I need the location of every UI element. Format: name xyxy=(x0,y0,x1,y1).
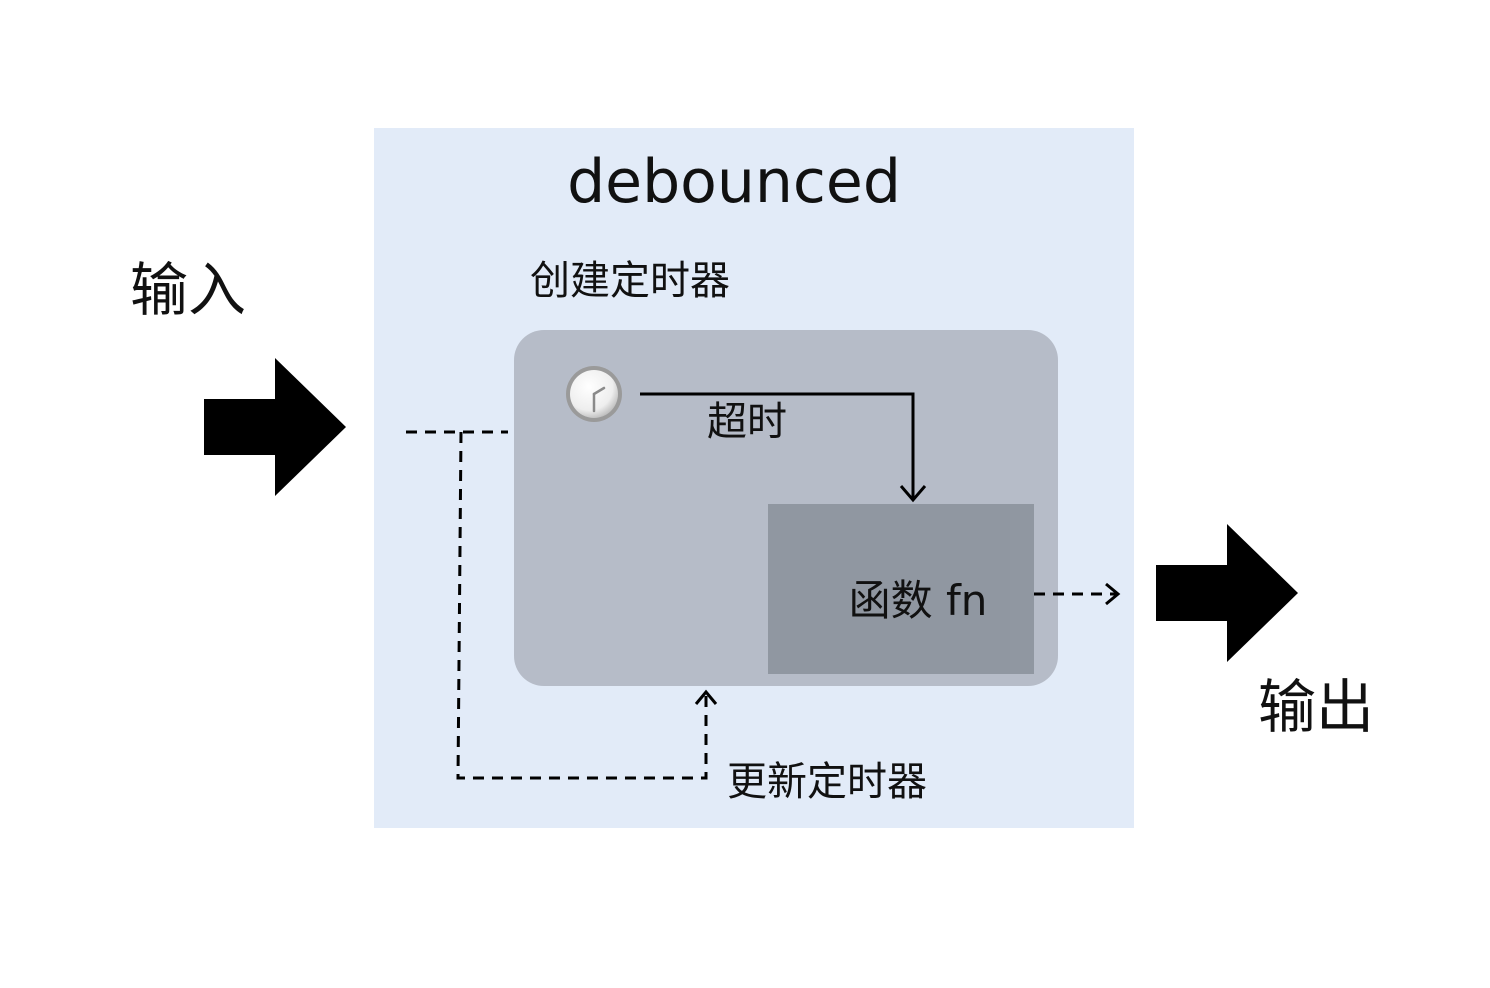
timeout-label: 超时 xyxy=(707,399,787,445)
function-box xyxy=(768,504,1034,674)
output-arrow-shape xyxy=(1156,524,1298,662)
clock-icon xyxy=(566,366,622,422)
output-arrow-icon xyxy=(1156,524,1298,662)
diagram-title: debounced xyxy=(567,147,901,217)
function-label: 函数 fn xyxy=(848,576,988,625)
input-label: 输入 xyxy=(130,256,247,324)
update-timer-label: 更新定时器 xyxy=(727,759,927,805)
create-timer-label: 创建定时器 xyxy=(530,258,730,304)
input-arrow-shape xyxy=(204,358,346,496)
input-arrow-icon xyxy=(204,358,346,496)
output-label: 输出 xyxy=(1258,673,1375,741)
clock-minute-hand xyxy=(592,386,606,396)
